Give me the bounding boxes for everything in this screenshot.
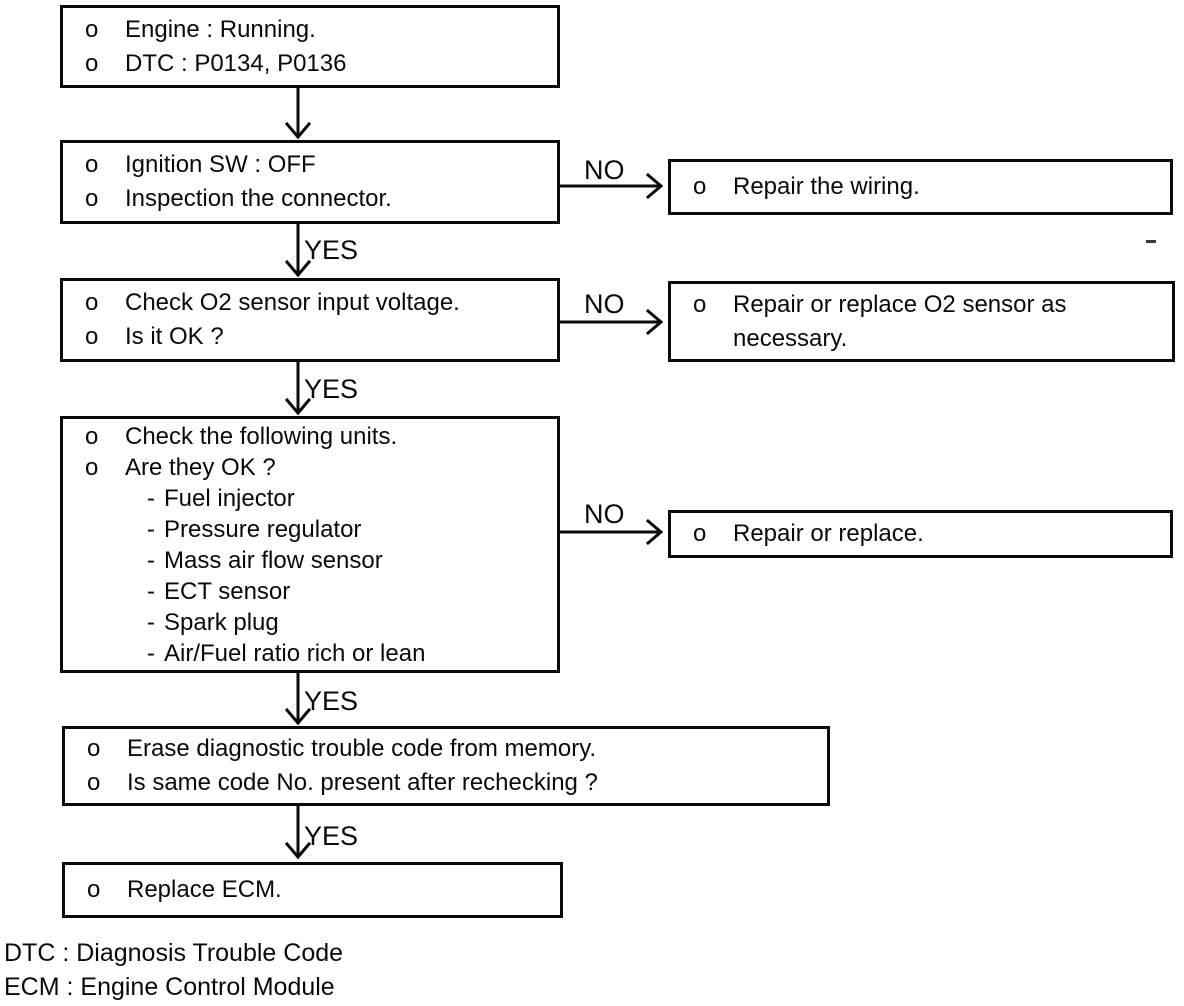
arrow-down-start-to-ignition	[284, 87, 312, 140]
flow-box-repair-o2-sensor: o Repair or replace O2 sensor as necessa…	[668, 281, 1175, 362]
flow-line: o Engine : Running.	[63, 13, 557, 47]
flow-line-text: Is it OK ?	[125, 323, 224, 350]
flow-line-text: Repair or replace O2 sensor as necessary…	[733, 290, 1067, 352]
legend-ecm: ECM : Engine Control Module	[4, 973, 335, 1001]
bullet-marker: o	[85, 185, 99, 212]
edge-label-no-ignition: NO	[584, 155, 625, 185]
flow-line: - Spark plug	[63, 607, 557, 638]
flow-line-text: Fuel injector	[164, 484, 295, 512]
flow-line: o Ignition SW : OFF	[63, 148, 557, 182]
edge-label-yes-ignition: YES	[304, 235, 359, 265]
dash-marker: -	[147, 546, 155, 574]
flow-line: - Pressure regulator	[63, 514, 557, 545]
flow-line-text: Ignition SW : OFF	[125, 151, 316, 178]
bullet-marker: o	[693, 290, 707, 318]
flow-box-start-conditions: o Engine : Running. o DTC : P0134, P0136	[60, 5, 560, 88]
legend-dtc: DTC : Diagnosis Trouble Code	[4, 939, 344, 967]
flow-line: - Fuel injector	[63, 483, 557, 514]
flow-line: o Repair or replace O2 sensor as necessa…	[671, 288, 1172, 356]
flow-box-unit-checks: o Check the following units. o Are they …	[60, 416, 560, 673]
flow-line-text: Pressure regulator	[164, 515, 362, 543]
flow-line-text: Check the following units.	[125, 422, 398, 450]
flow-line: o Erase diagnostic trouble code from mem…	[65, 732, 827, 766]
dash-marker: -	[147, 639, 155, 667]
flow-line: o Check the following units.	[63, 421, 557, 452]
flow-line-text: Repair or replace.	[733, 520, 924, 547]
dash-marker: -	[147, 515, 155, 543]
legend: DTC : Diagnosis Trouble Code ECM : Engin…	[4, 936, 343, 1004]
flow-line: o Repair or replace.	[671, 517, 1170, 551]
bullet-marker: o	[693, 520, 707, 547]
bullet-marker: o	[85, 49, 99, 77]
flow-line-text: Mass air flow sensor	[164, 546, 383, 574]
flow-line: o Repair the wiring.	[671, 170, 1170, 204]
flow-box-replace-ecm: o Replace ECM.	[62, 862, 563, 918]
flow-line: - ECT sensor	[63, 576, 557, 607]
bullet-marker: o	[85, 289, 99, 316]
flow-line: o Is same code No. present after recheck…	[65, 766, 827, 800]
flow-line-text: ECT sensor	[164, 577, 291, 605]
flow-line-text: Is same code No. present after recheckin…	[127, 769, 598, 796]
bullet-marker: o	[85, 151, 99, 178]
flow-box-o2-voltage-check: o Check O2 sensor input voltage. o Is it…	[60, 278, 560, 362]
bullet-marker: o	[85, 422, 99, 450]
stray-scan-mark	[1146, 240, 1156, 243]
flow-line-text: Are they OK ?	[125, 453, 276, 481]
flow-line-text: DTC : P0134, P0136	[125, 49, 347, 77]
edge-label-no-unitcheck: NO	[584, 499, 625, 529]
flow-line-text: Engine : Running.	[125, 15, 316, 43]
bullet-marker: o	[87, 769, 101, 796]
flow-line-text: Replace ECM.	[127, 876, 282, 903]
bullet-marker: o	[85, 323, 99, 350]
dash-marker: -	[147, 608, 155, 636]
flow-line-text: Inspection the connector.	[125, 185, 392, 212]
flow-line-text: Air/Fuel ratio rich or lean	[164, 639, 426, 667]
flow-line: o DTC : P0134, P0136	[63, 47, 557, 81]
flow-line: o Inspection the connector.	[63, 182, 557, 216]
flow-line: - Air/Fuel ratio rich or lean	[63, 638, 557, 669]
dash-marker: -	[147, 577, 155, 605]
flow-line: - Mass air flow sensor	[63, 545, 557, 576]
bullet-marker: o	[693, 173, 707, 200]
flow-box-erase-dtc: o Erase diagnostic trouble code from mem…	[62, 726, 830, 806]
flow-box-repair-or-replace: o Repair or replace.	[668, 510, 1173, 558]
bullet-marker: o	[85, 453, 99, 481]
edge-label-yes-unitcheck: YES	[304, 686, 359, 716]
flow-line: o Are they OK ?	[63, 452, 557, 483]
bullet-marker: o	[87, 735, 101, 762]
edge-label-yes-erase: YES	[304, 821, 359, 851]
edge-label-yes-o2check: YES	[304, 374, 359, 404]
dash-marker: -	[147, 484, 155, 512]
flow-line-text: Erase diagnostic trouble code from memor…	[127, 735, 597, 762]
flow-line: o Is it OK ?	[63, 320, 557, 354]
bullet-marker: o	[85, 15, 99, 43]
flow-line: o Replace ECM.	[65, 873, 560, 907]
flow-line-text: Spark plug	[164, 608, 279, 636]
flow-line-text: Check O2 sensor input voltage.	[125, 289, 460, 316]
edge-label-no-o2check: NO	[584, 289, 625, 319]
flow-line-text: Repair the wiring.	[733, 173, 920, 200]
bullet-marker: o	[87, 876, 101, 903]
flow-line: o Check O2 sensor input voltage.	[63, 286, 557, 320]
flow-box-repair-wiring: o Repair the wiring.	[668, 159, 1173, 215]
flow-box-ignition-connector-check: o Ignition SW : OFF o Inspection the con…	[60, 140, 560, 224]
